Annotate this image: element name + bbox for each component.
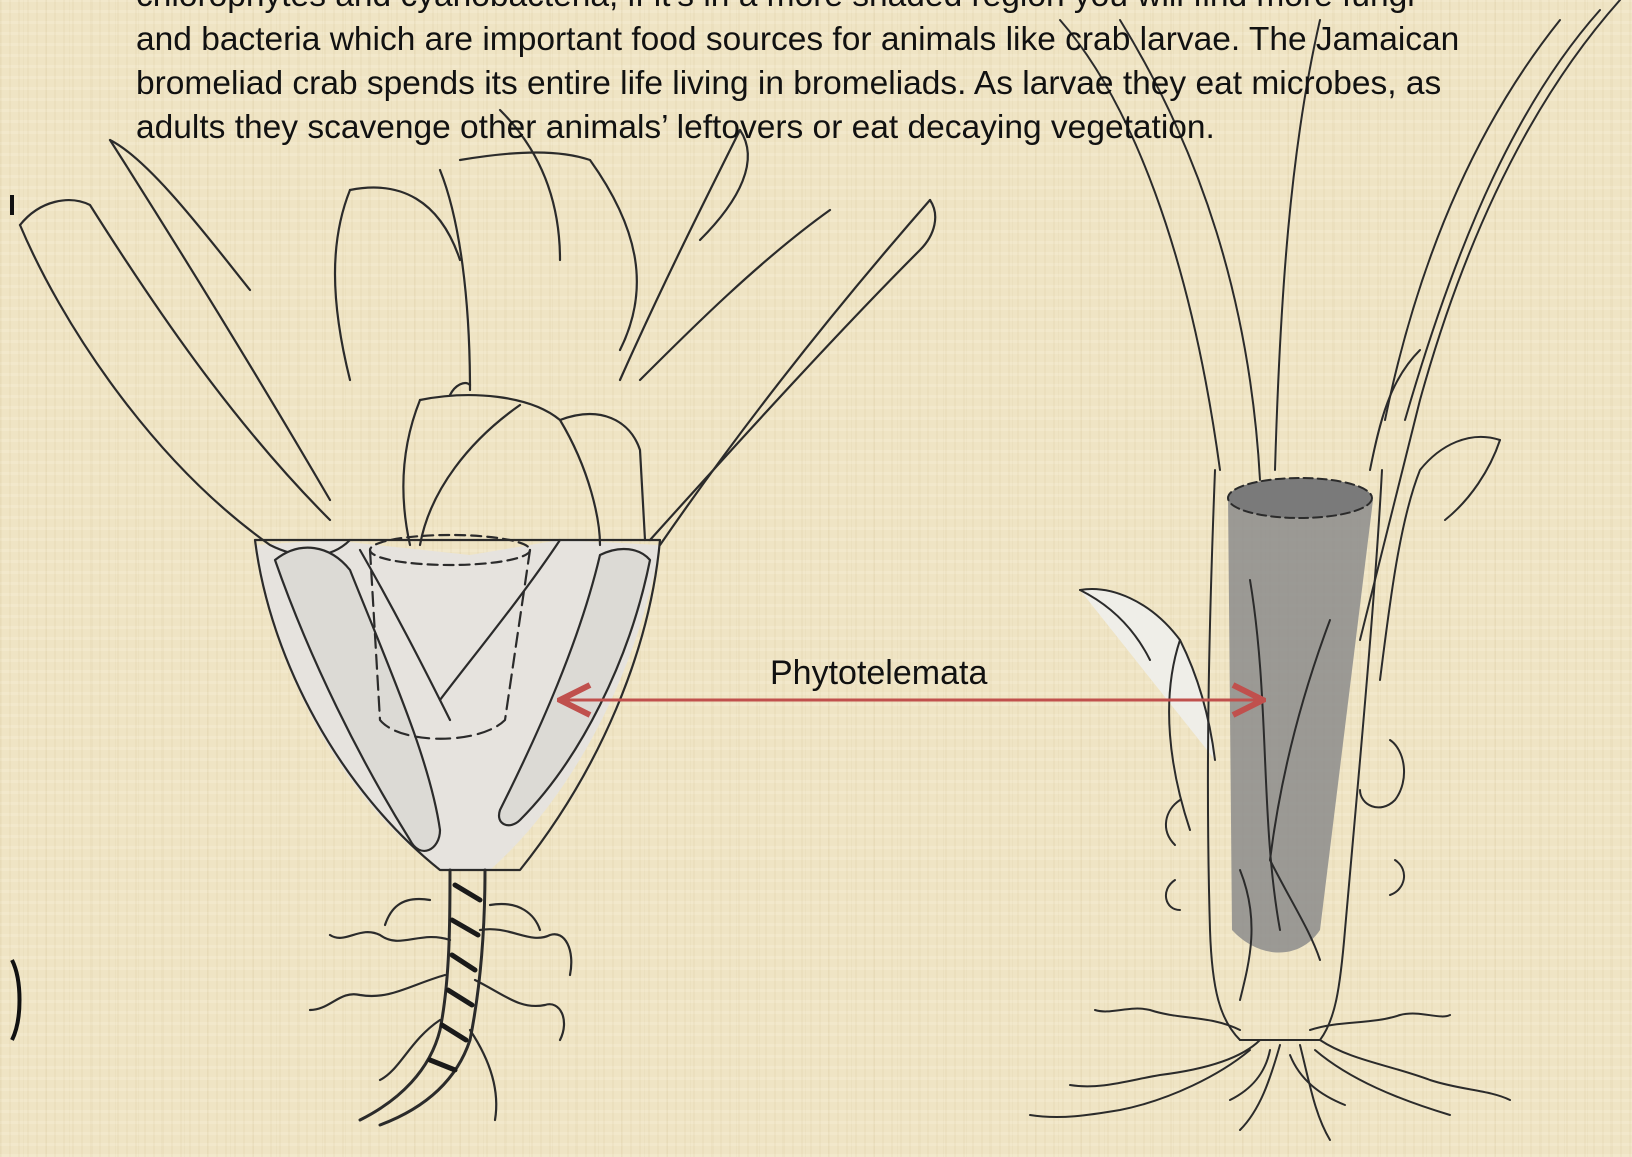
bromeliad-right-illustration: [1030, 0, 1620, 1140]
phytotelemata-label: Phytotelemata: [770, 654, 987, 693]
bromeliad-left-illustration: [20, 110, 935, 1125]
body-text: chlorophytes and cyanobacteria, if it’s …: [136, 0, 1466, 150]
edge-bracket: [12, 960, 20, 1040]
